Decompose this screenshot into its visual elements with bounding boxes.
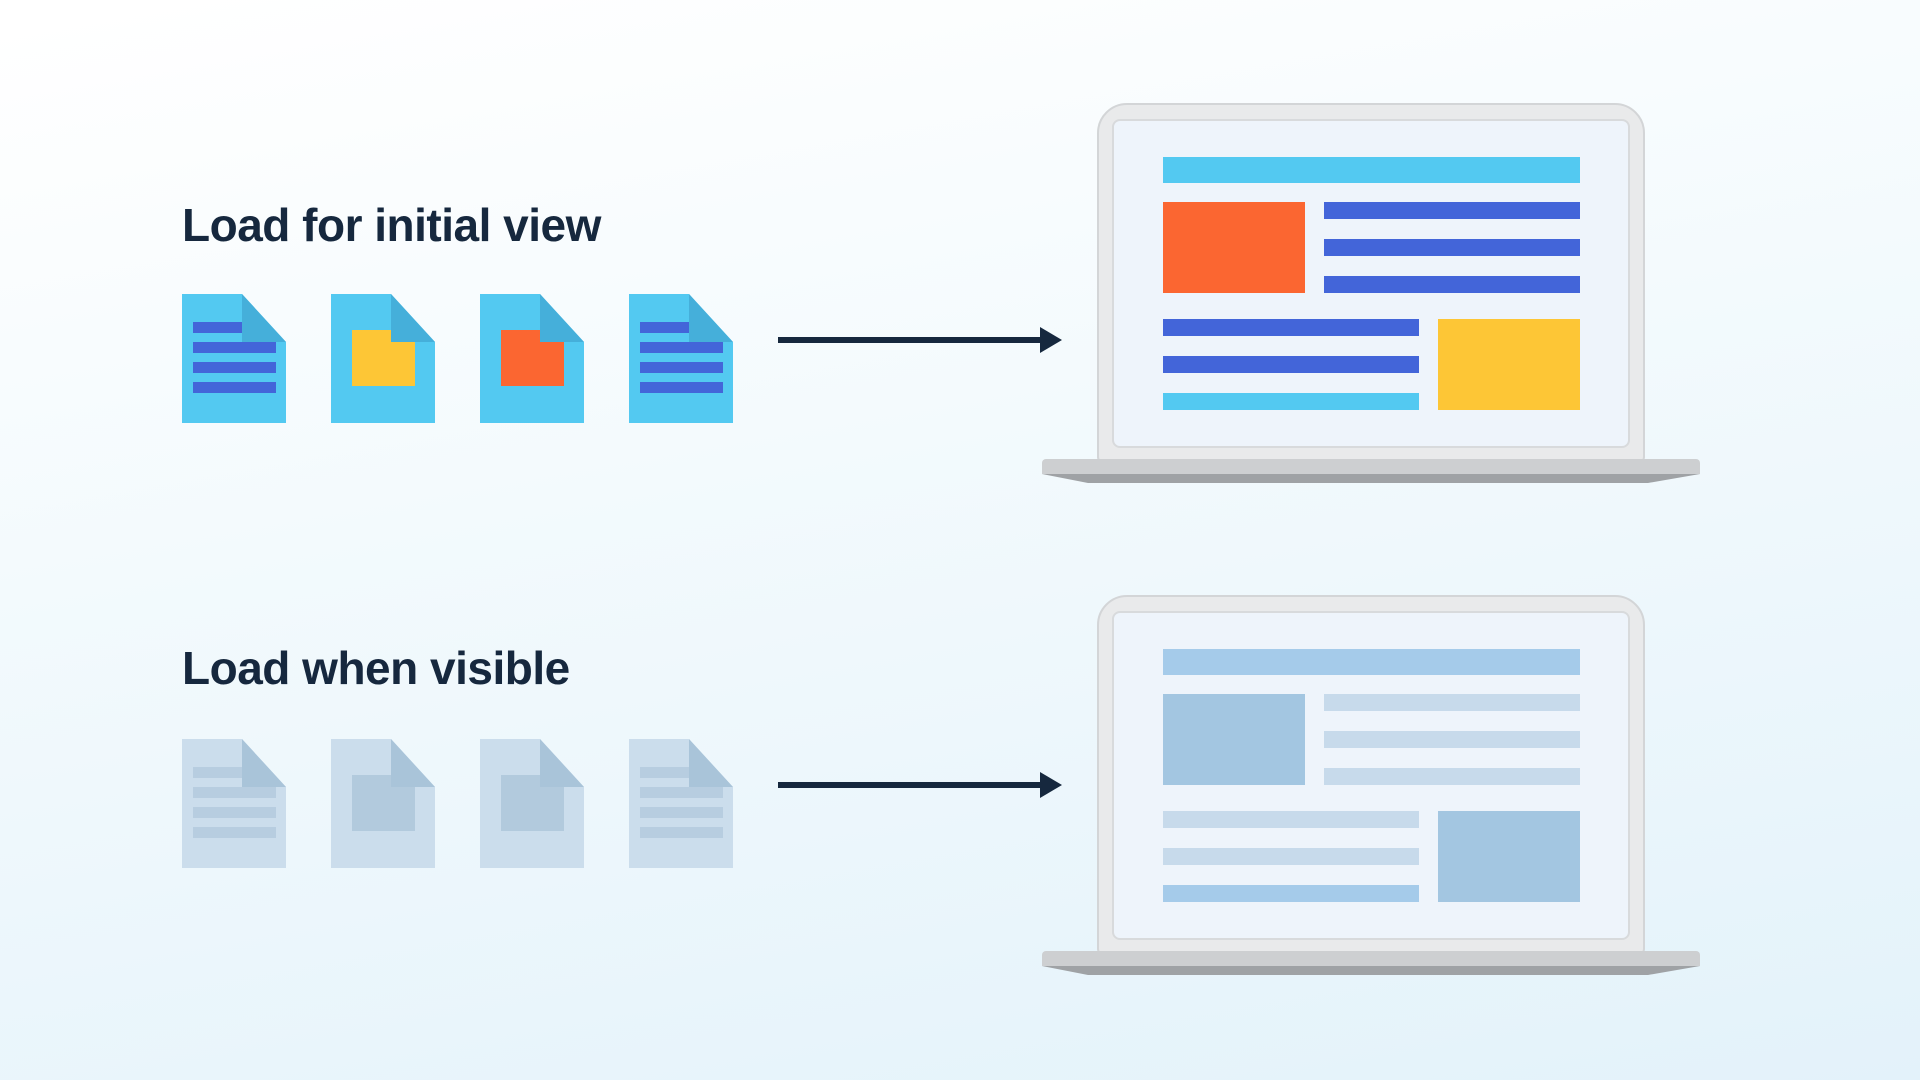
webpage-row	[1163, 319, 1580, 410]
webpage-text-line	[1324, 694, 1580, 711]
webpage-text-line	[1324, 276, 1580, 293]
laptop-body	[1097, 595, 1645, 955]
document-text-line	[640, 787, 723, 798]
webpage-text-line	[1163, 356, 1419, 373]
webpage-image-block	[1438, 319, 1580, 410]
document-text-line	[640, 382, 723, 393]
text-document-icon	[629, 739, 733, 868]
webpage-mock	[1163, 157, 1580, 410]
webpage-header-bar	[1163, 649, 1580, 675]
document-text-line	[640, 322, 691, 333]
webpage-text-line	[1163, 393, 1419, 410]
text-document-icon	[182, 739, 286, 868]
laptop-base-top	[1042, 459, 1700, 474]
laptop-body	[1097, 103, 1645, 463]
webpage-mock	[1163, 649, 1580, 902]
image-document-icon	[480, 739, 584, 868]
document-row	[182, 294, 733, 423]
webpage-text-column	[1163, 811, 1419, 902]
laptop-screen	[1112, 119, 1630, 448]
document-text-line	[640, 342, 723, 353]
webpage-text-line	[1163, 885, 1419, 902]
webpage-header-bar	[1163, 157, 1580, 183]
document-text-line	[193, 382, 276, 393]
document-page	[629, 739, 733, 868]
webpage-text-line	[1324, 768, 1580, 785]
document-text-line	[640, 807, 723, 818]
webpage-image-block	[1163, 694, 1305, 785]
webpage-image-block	[1163, 202, 1305, 293]
section-title: Load for initial view	[182, 199, 601, 251]
folded-corner-icon	[540, 739, 584, 787]
webpage-text-line	[1324, 202, 1580, 219]
laptop-illustration	[1042, 595, 1700, 979]
webpage-row	[1163, 694, 1580, 785]
image-document-icon	[480, 294, 584, 423]
webpage-image-block	[1438, 811, 1580, 902]
arrow-icon	[778, 772, 1062, 798]
laptop-illustration	[1042, 103, 1700, 487]
text-document-icon	[629, 294, 733, 423]
arrow-line	[778, 337, 1042, 343]
document-text-line	[193, 322, 244, 333]
document-text-line	[640, 827, 723, 838]
document-page	[182, 739, 286, 868]
arrow-icon	[778, 327, 1062, 353]
laptop-base	[1042, 951, 1700, 975]
folded-corner-icon	[391, 739, 435, 787]
document-text-line	[193, 767, 244, 778]
webpage-row	[1163, 811, 1580, 902]
laptop-base-shadow	[1042, 474, 1700, 483]
document-row	[182, 739, 733, 868]
webpage-text-column	[1324, 694, 1580, 785]
document-text-line	[193, 342, 276, 353]
document-text-line	[640, 362, 723, 373]
laptop-base-shadow	[1042, 966, 1700, 975]
webpage-text-column	[1324, 202, 1580, 293]
webpage-text-line	[1324, 731, 1580, 748]
section-title: Load when visible	[182, 642, 570, 694]
webpage-text-line	[1163, 811, 1419, 828]
webpage-text-line	[1163, 319, 1419, 336]
webpage-text-column	[1163, 319, 1419, 410]
laptop-base	[1042, 459, 1700, 483]
document-text-line	[193, 807, 276, 818]
document-text-line	[193, 362, 276, 373]
image-document-icon	[331, 739, 435, 868]
webpage-text-line	[1163, 848, 1419, 865]
laptop-base-top	[1042, 951, 1700, 966]
document-text-line	[193, 787, 276, 798]
laptop-screen	[1112, 611, 1630, 940]
text-document-icon	[182, 294, 286, 423]
document-text-line	[193, 827, 276, 838]
document-text-line	[640, 767, 691, 778]
folded-corner-icon	[242, 739, 286, 787]
image-document-icon	[331, 294, 435, 423]
arrow-line	[778, 782, 1042, 788]
webpage-row	[1163, 202, 1580, 293]
folded-corner-icon	[689, 739, 733, 787]
webpage-text-line	[1324, 239, 1580, 256]
